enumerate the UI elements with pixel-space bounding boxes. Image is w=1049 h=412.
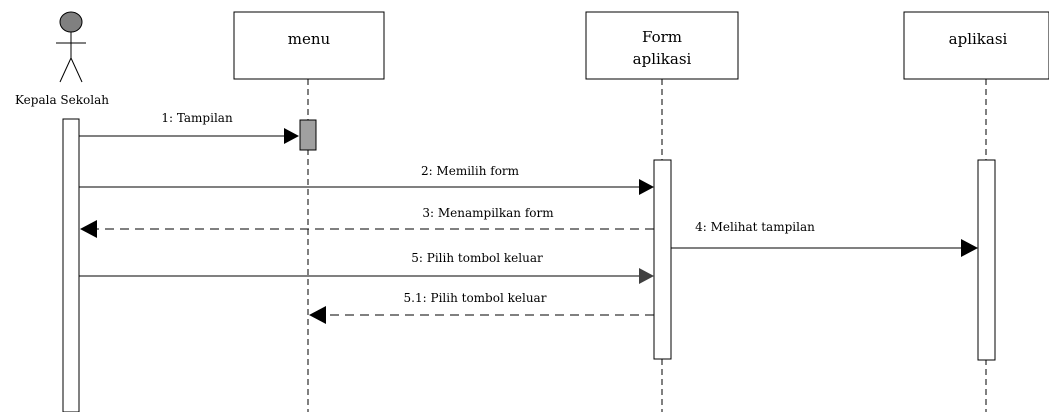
actor-right-leg	[70, 57, 83, 83]
object-aplikasi-box	[903, 11, 1049, 80]
object-form-label-line1: Form	[642, 28, 682, 46]
message-5-1: 5.1: Pilih tombol keluar	[309, 291, 654, 324]
activation-menu	[299, 119, 317, 151]
message-4: 4: Melihat tampilan	[671, 220, 978, 257]
activation-actor	[62, 118, 80, 412]
activation-aplikasi	[977, 159, 996, 361]
message-5-label: 5: Pilih tombol keluar	[411, 251, 543, 265]
object-aplikasi-label: aplikasi	[949, 30, 1008, 48]
message-5-1-arrowhead	[309, 306, 326, 324]
object-form-box	[585, 11, 739, 80]
message-2-arrowhead	[639, 179, 654, 195]
message-4-arrowhead	[961, 239, 978, 257]
object-menu-label: menu	[288, 30, 331, 48]
object-form-aplikasi: Form aplikasi	[585, 11, 739, 80]
message-5-1-label: 5.1: Pilih tombol keluar	[404, 291, 547, 305]
message-3-arrowhead	[80, 220, 97, 238]
message-1: 1: Tampilan	[79, 111, 299, 144]
object-form-label-line2: aplikasi	[633, 50, 692, 68]
activation-form	[653, 159, 672, 360]
actor-label: Kepala Sekolah	[15, 93, 109, 107]
message-1-label: 1: Tampilan	[161, 111, 233, 125]
message-5: 5: Pilih tombol keluar	[79, 251, 654, 284]
message-2-label: 2: Memilih form	[421, 164, 520, 178]
message-2: 2: Memilih form	[79, 164, 654, 195]
message-4-label: 4: Melihat tampilan	[695, 220, 815, 234]
message-3: 3: Menampilkan form	[80, 206, 654, 238]
message-1-arrowhead	[284, 128, 299, 144]
actor-head	[59, 11, 83, 33]
object-aplikasi: aplikasi	[903, 11, 1049, 80]
object-menu: menu	[233, 11, 385, 80]
message-3-label: 3: Menampilkan form	[422, 206, 554, 220]
message-5-arrowhead	[639, 268, 654, 284]
object-menu-box	[233, 11, 385, 80]
actor-kepala-sekolah: Kepala Sekolah	[15, 11, 109, 107]
actor-left-leg	[59, 57, 72, 83]
